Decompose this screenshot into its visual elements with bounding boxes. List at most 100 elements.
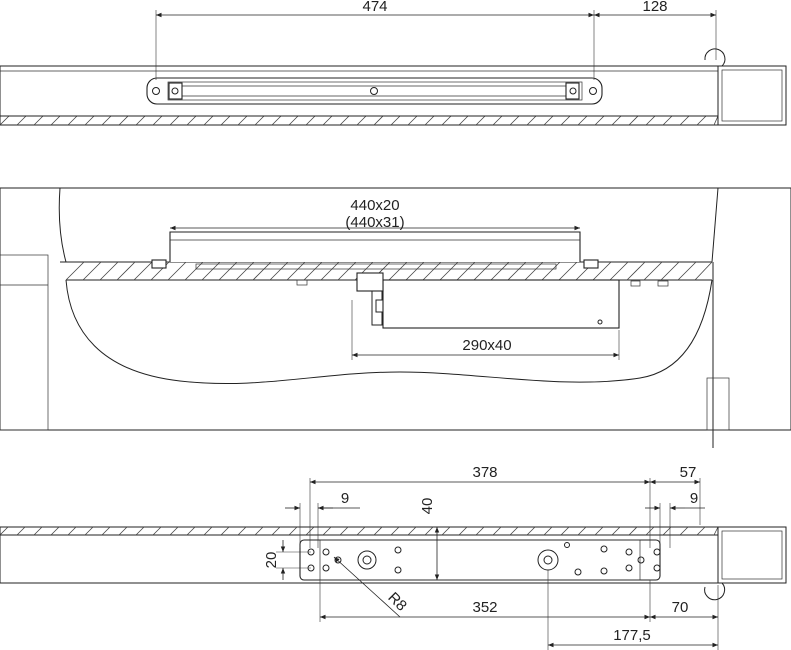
screw-icon bbox=[574, 568, 582, 576]
hatch-line bbox=[390, 526, 400, 536]
hatch-line bbox=[186, 526, 196, 536]
hatch-line bbox=[660, 261, 680, 281]
hatch-line bbox=[694, 261, 713, 281]
hatch-line bbox=[254, 526, 264, 536]
dim-label-128: 128 bbox=[642, 0, 667, 15]
hatch-line bbox=[84, 115, 95, 126]
hatch-line bbox=[167, 261, 187, 281]
mounting-plate bbox=[299, 539, 661, 581]
hatch-line bbox=[235, 261, 255, 281]
hatch-line bbox=[577, 526, 587, 536]
hatch-line bbox=[509, 115, 520, 126]
door-frame-bottom bbox=[717, 526, 787, 584]
hatch-line bbox=[33, 526, 43, 536]
hatch-line bbox=[0, 526, 9, 536]
hatch-line bbox=[320, 261, 340, 281]
hatch-line bbox=[594, 526, 604, 536]
hatch-line bbox=[405, 261, 425, 281]
hatch-line bbox=[203, 115, 214, 126]
hatch-line bbox=[101, 526, 111, 536]
hatch-line bbox=[526, 115, 537, 126]
hatch-line bbox=[184, 261, 204, 281]
hatch-line bbox=[458, 526, 468, 536]
hatch-line bbox=[201, 261, 221, 281]
break-line-lower bbox=[65, 279, 713, 385]
mounting-plate-inner bbox=[319, 539, 641, 581]
dim-label-70: 70 bbox=[672, 599, 689, 616]
hatch-line bbox=[50, 115, 61, 126]
hatch-line bbox=[169, 115, 180, 126]
hatch-line bbox=[492, 526, 502, 536]
door-frame-mid bbox=[706, 377, 730, 431]
rail-end-cap-left bbox=[168, 82, 183, 100]
hatch-line bbox=[626, 261, 646, 281]
hatch-line bbox=[337, 261, 357, 281]
hatch-line bbox=[509, 526, 519, 536]
screw-icon bbox=[564, 542, 570, 548]
hatch-line bbox=[507, 261, 527, 281]
hatch-line bbox=[662, 526, 672, 536]
hatch-line bbox=[407, 115, 418, 126]
bottom-view: 378 57 9 9 40 20 R8 352 70 bbox=[0, 464, 787, 650]
hatch-line bbox=[475, 115, 486, 126]
hatch-line bbox=[116, 261, 136, 281]
hatch-line bbox=[322, 115, 333, 126]
hatch-line bbox=[16, 115, 27, 126]
hatch-line bbox=[526, 526, 536, 536]
screw-icon bbox=[370, 87, 378, 95]
hatch-line bbox=[203, 526, 213, 536]
dim-leader-r8 bbox=[333, 556, 401, 618]
screw-icon bbox=[171, 87, 179, 95]
hatch-line bbox=[82, 261, 102, 281]
slide-rail-channel bbox=[167, 81, 583, 101]
hatch-line bbox=[169, 526, 179, 536]
hatch-line bbox=[543, 526, 553, 536]
hatch-line bbox=[560, 115, 571, 126]
hatch-line bbox=[662, 115, 673, 126]
hatch-line bbox=[0, 115, 10, 126]
hatch-line bbox=[473, 261, 493, 281]
hatch-line bbox=[458, 115, 469, 126]
screw-icon bbox=[322, 548, 330, 556]
left-wall-piece bbox=[0, 254, 49, 431]
pivot-icon bbox=[357, 550, 377, 570]
hatch-line bbox=[594, 115, 605, 126]
hatch-line bbox=[133, 261, 153, 281]
hatch-line bbox=[696, 526, 706, 536]
hatch-line bbox=[543, 115, 554, 126]
door-frame-inner-top bbox=[721, 69, 783, 122]
hatch-line bbox=[679, 115, 690, 126]
hatch-line bbox=[441, 526, 451, 536]
hatch-line bbox=[541, 261, 561, 281]
hatch-line bbox=[65, 261, 85, 281]
hatch-line bbox=[99, 261, 119, 281]
hatch-line bbox=[303, 261, 323, 281]
screw-icon bbox=[625, 548, 633, 556]
hatch-line bbox=[407, 526, 417, 536]
hatch-line bbox=[628, 526, 638, 536]
hatch-line bbox=[577, 115, 588, 126]
door-frame-top bbox=[717, 65, 787, 126]
hatch-line bbox=[339, 526, 349, 536]
hatch-line bbox=[305, 115, 316, 126]
hatch-line bbox=[16, 526, 26, 536]
top-view: 474 128 bbox=[0, 0, 787, 126]
closer-arm-head bbox=[356, 272, 384, 292]
hatch-line bbox=[558, 261, 578, 281]
dim-label-40: 40 bbox=[419, 498, 436, 515]
screw-icon bbox=[600, 545, 608, 553]
dim-label-channel: 440x20 bbox=[350, 197, 399, 214]
slide-runner bbox=[195, 263, 557, 270]
hatch-line bbox=[560, 526, 570, 536]
hatch-line bbox=[50, 526, 60, 536]
middle-view: 440x20 (440x31) 290x40 bbox=[0, 187, 791, 448]
rail-end-cap-right bbox=[565, 82, 580, 100]
screw-icon bbox=[322, 564, 330, 572]
hatch-line bbox=[713, 526, 719, 536]
channel-clip-left bbox=[151, 259, 167, 269]
closer-body bbox=[382, 279, 620, 329]
hatch-line bbox=[643, 261, 663, 281]
hatch-line bbox=[271, 526, 281, 536]
spindle-inner bbox=[543, 555, 553, 565]
